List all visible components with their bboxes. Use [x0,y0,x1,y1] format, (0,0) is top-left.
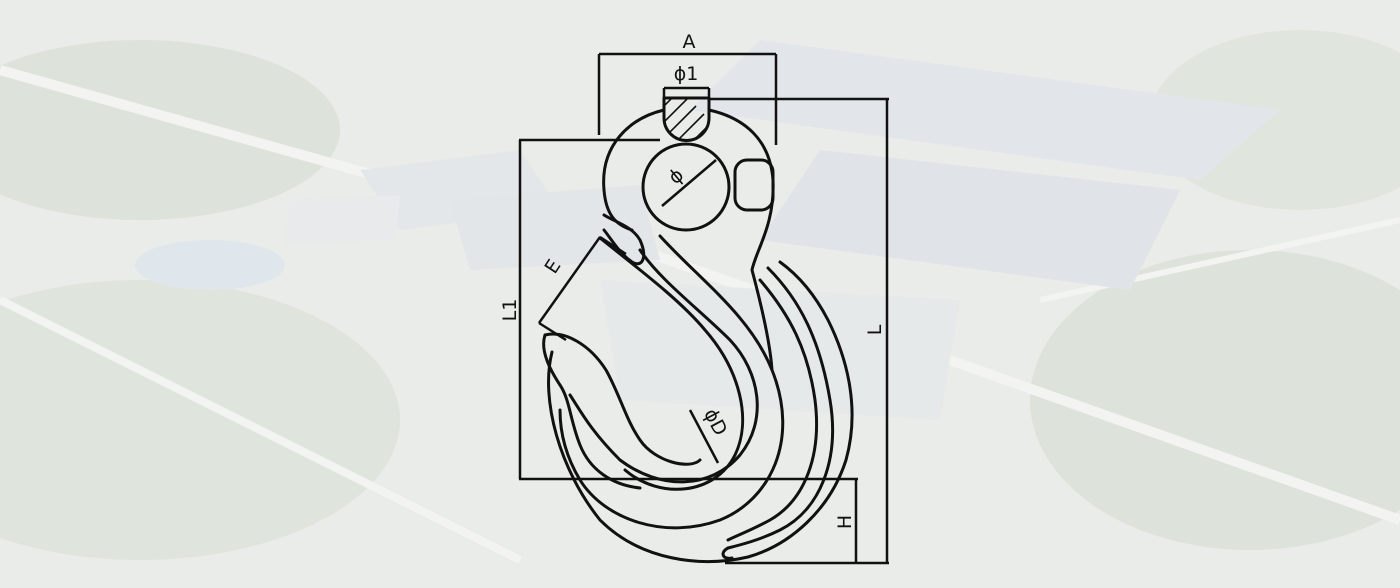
dimension-l1: L1 [499,138,858,481]
pin-section [662,96,711,142]
eye-bore [641,142,731,232]
dimension-phi1: ϕ1 [662,63,711,100]
dimension-l1-label: L1 [499,299,521,322]
dimension-a-label: A [683,31,696,53]
dimension-e: E [537,235,627,342]
dimension-phi1-label: ϕ1 [674,63,699,85]
latch-knob [733,158,775,212]
dimension-phi-label: ϕ [664,164,688,189]
dimension-l-label: L [864,324,886,335]
dimension-e-label: E [540,256,565,278]
dimension-h-label: H [834,515,856,529]
dimension-h: H [834,479,858,563]
dimension-a: A [597,31,778,145]
dimension-l: L [709,97,889,565]
hook-body: ϕ ϕD [542,108,854,563]
